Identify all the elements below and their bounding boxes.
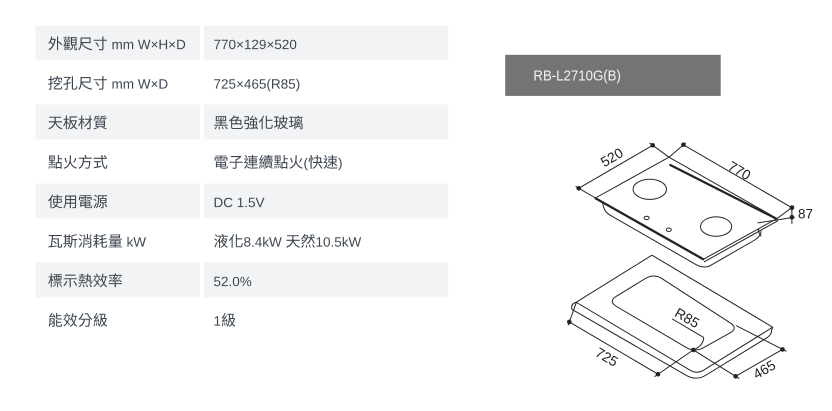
svg-text:87: 87 (798, 206, 813, 221)
svg-text:RB-L2710G(B): RB-L2710G(B) (533, 67, 621, 84)
